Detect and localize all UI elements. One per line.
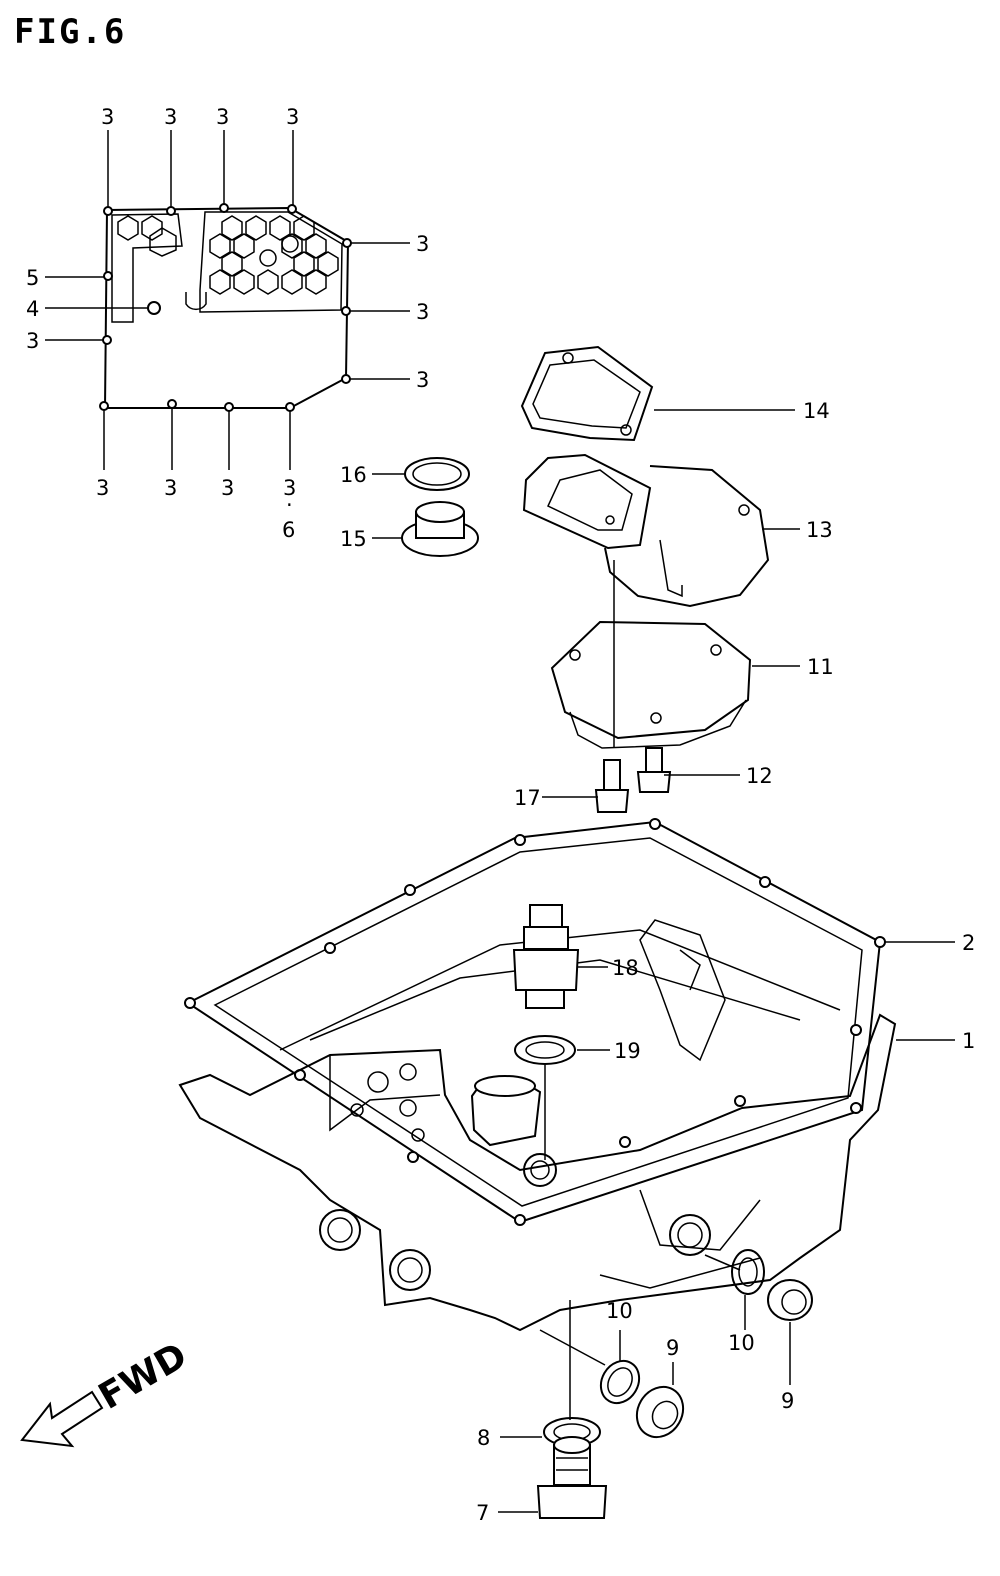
callout-3: 3	[416, 300, 429, 324]
callout-9: 9	[666, 1336, 679, 1360]
oil-pressure-switch	[512, 904, 580, 1009]
callout-14: 14	[803, 399, 830, 423]
damper-15	[401, 501, 479, 557]
callout-6-dot: ·	[286, 493, 293, 517]
callout-9: 9	[781, 1389, 794, 1413]
callout-10: 10	[606, 1299, 633, 1323]
callout-10: 10	[728, 1331, 755, 1355]
callout-4: 4	[26, 297, 39, 321]
washer-19	[514, 1035, 576, 1065]
callout-11: 11	[807, 655, 834, 679]
callout-16: 16	[340, 463, 367, 487]
callout-5: 5	[26, 266, 39, 290]
callout-17: 17	[514, 786, 541, 810]
filter-cover-gasket	[520, 345, 654, 442]
callout-3: 3	[164, 476, 177, 500]
plate-leader-lines	[45, 130, 410, 470]
callout-3: 3	[416, 368, 429, 392]
plug-9b	[767, 1279, 813, 1321]
figure-title: FIG.6	[14, 12, 127, 52]
callout-3: 3	[26, 329, 39, 353]
callout-3: 3	[286, 105, 299, 129]
callout-3: 3	[216, 105, 229, 129]
oring-16	[404, 457, 470, 491]
drain-bolt-7	[536, 1436, 608, 1519]
washer-10a	[599, 1359, 641, 1405]
callout-6: 6	[282, 518, 295, 542]
oil-pan	[178, 919, 897, 1332]
plug-9a	[635, 1385, 685, 1439]
callout-8: 8	[477, 1426, 490, 1450]
callout-12: 12	[746, 764, 773, 788]
callout-2: 2	[962, 931, 975, 955]
plug-10a-axis	[539, 1329, 606, 1366]
fwd-label: FWD	[92, 1335, 194, 1418]
callout-3: 3	[96, 476, 109, 500]
oil-filter-element-plate	[550, 620, 752, 749]
callout-labels: 3 3 3 3 3 3 3 5 4 3 3 3 3 3 · 6 14 13 11…	[26, 105, 975, 1525]
washer-10b	[731, 1249, 765, 1295]
part-leader-lines	[372, 409, 955, 1513]
callout-3: 3	[416, 232, 429, 256]
callout-3: 3	[283, 476, 296, 500]
callout-13: 13	[806, 518, 833, 542]
callout-7: 7	[476, 1501, 489, 1525]
oil-pan-gasket	[184, 818, 886, 1226]
callout-3: 3	[101, 105, 114, 129]
plug-10b-axis	[704, 1254, 741, 1271]
bolt-17	[594, 759, 630, 813]
oil-filter-cover	[522, 453, 770, 608]
callout-3: 3	[164, 105, 177, 129]
strainer-bolt-holes	[99, 203, 352, 412]
oil-strainer-plate	[99, 203, 352, 412]
callout-1: 1	[962, 1029, 975, 1053]
forward-direction-arrow: FWD	[20, 1335, 194, 1448]
gasket-bolt-holes	[184, 818, 886, 1226]
callout-18: 18	[612, 956, 639, 980]
callout-3: 3	[221, 476, 234, 500]
callout-15: 15	[340, 527, 367, 551]
bolt-12	[636, 747, 672, 793]
callout-19: 19	[614, 1039, 641, 1063]
